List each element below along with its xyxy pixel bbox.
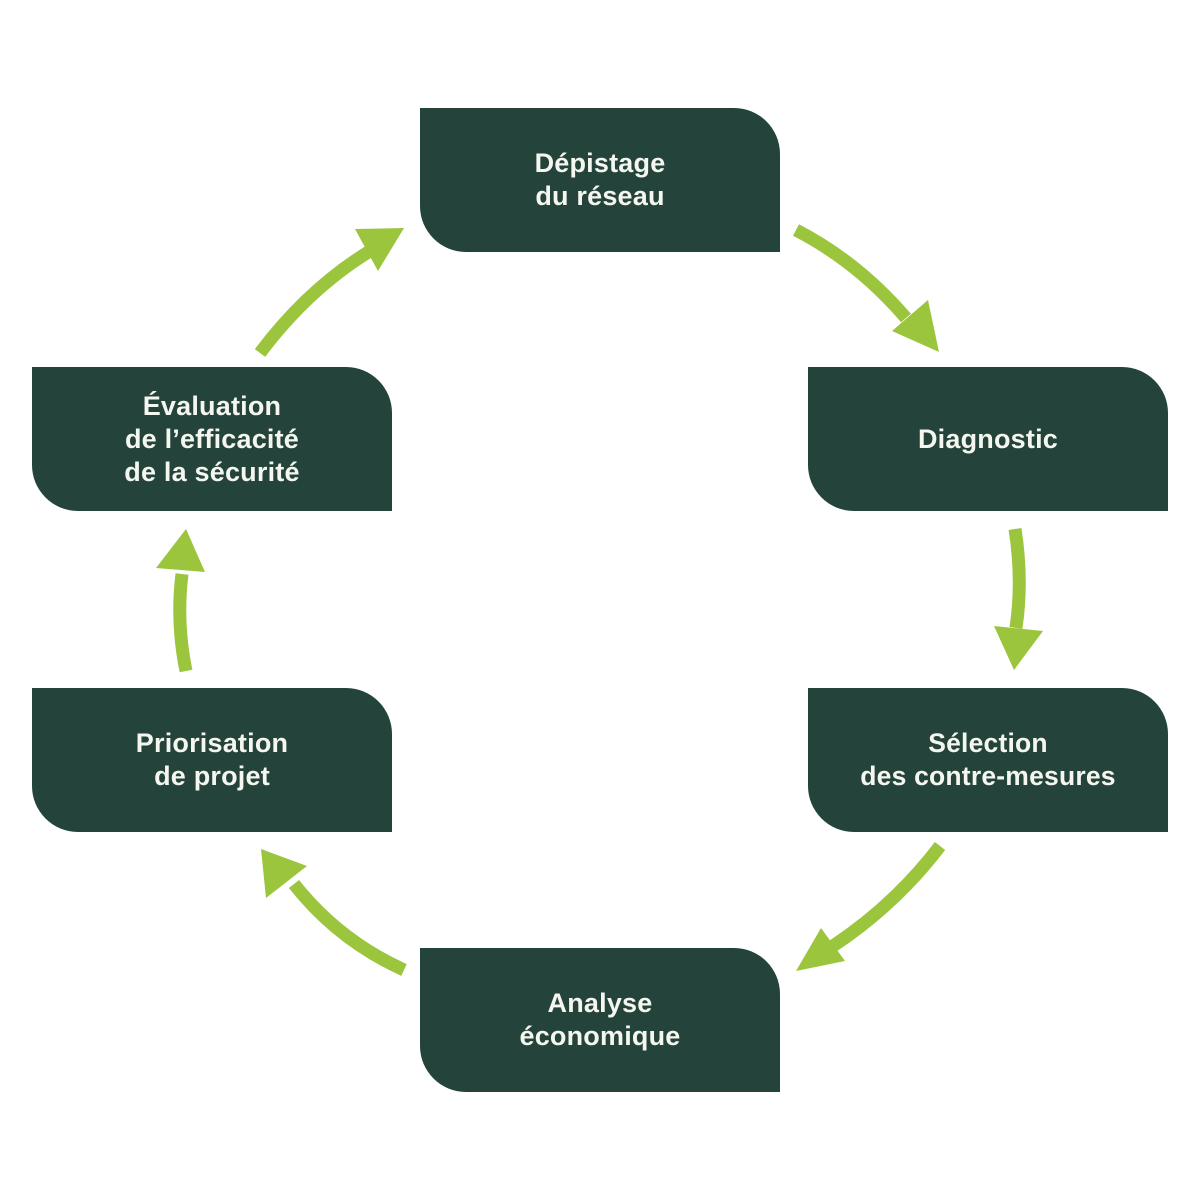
step-label: Sélection des contre-mesures: [860, 728, 1116, 791]
step-safety-effectiveness-evaluation: Évaluation de l’efficacité de la sécurit…: [32, 367, 392, 511]
step-label: Diagnostic: [917, 423, 1059, 454]
step-network-screening: Dépistage du réseau: [420, 108, 780, 252]
step-diagnosis: Diagnostic: [808, 367, 1168, 511]
step-label: Évaluation de l’efficacité de la sécurit…: [124, 390, 300, 487]
arrow-icon: [994, 527, 1043, 670]
step-countermeasure-selection: Sélection des contre-mesures: [808, 688, 1168, 832]
step-label: Priorisation de projet: [135, 728, 289, 791]
arrow-icon: [793, 224, 939, 352]
step-project-prioritization: Priorisation de projet: [32, 688, 392, 832]
arrow-icon: [156, 529, 205, 673]
step-economic-analysis: Analyse économique: [420, 948, 780, 1092]
arrow-icon: [261, 849, 407, 976]
step-label: Dépistage du réseau: [534, 148, 666, 211]
step-label: Analyse économique: [519, 988, 681, 1051]
arrow-icon: [796, 842, 946, 971]
arrow-icon: [254, 228, 404, 357]
